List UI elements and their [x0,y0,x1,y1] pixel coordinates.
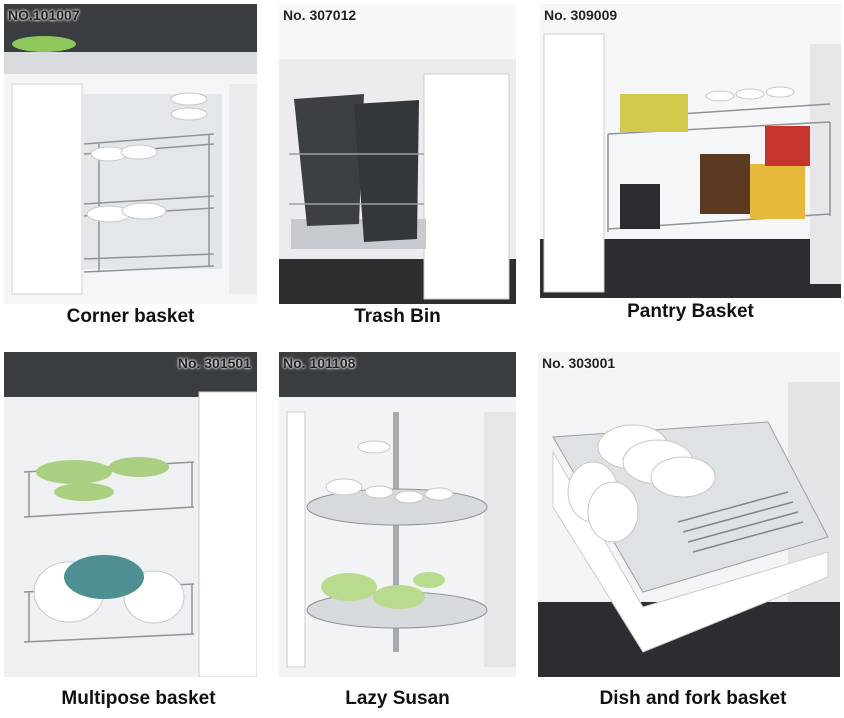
product-photo-corner-basket: NO.101007 [4,4,257,304]
corner-basket-illustration [4,4,257,304]
product-photo-lazy-susan: No. 101108 [279,352,516,677]
product-caption: Pantry Basket [627,301,754,322]
product-code: No. 101108 [283,355,356,371]
product-photo-pantry-basket: No. 309009 [540,4,841,298]
product-photo-trash-bin: No. 307012 [279,4,516,304]
pantry-basket-illustration [540,4,841,298]
product-caption: Trash Bin [354,306,441,327]
product-code: No. 303001 [542,355,616,371]
lazy-susan-illustration [279,352,516,677]
multipose-basket-illustration [4,352,257,677]
dish-and-fork-basket-illustration [538,352,840,677]
product-photo-dish-and-fork-basket: No. 303001 [538,352,840,677]
product-code: No. 301501 [177,355,251,371]
product-code: No. 309009 [544,7,618,23]
product-caption: Corner basket [66,306,195,327]
trash-bin-illustration [279,4,516,304]
product-caption: Multipose basket [61,688,216,709]
product-photo-multipose-basket: No. 301501 [4,352,257,677]
product-code: NO.101007 [8,7,80,23]
product-code: No. 307012 [283,7,357,23]
product-caption: Lazy Susan [345,688,450,709]
product-caption: Dish and fork basket [599,688,787,709]
